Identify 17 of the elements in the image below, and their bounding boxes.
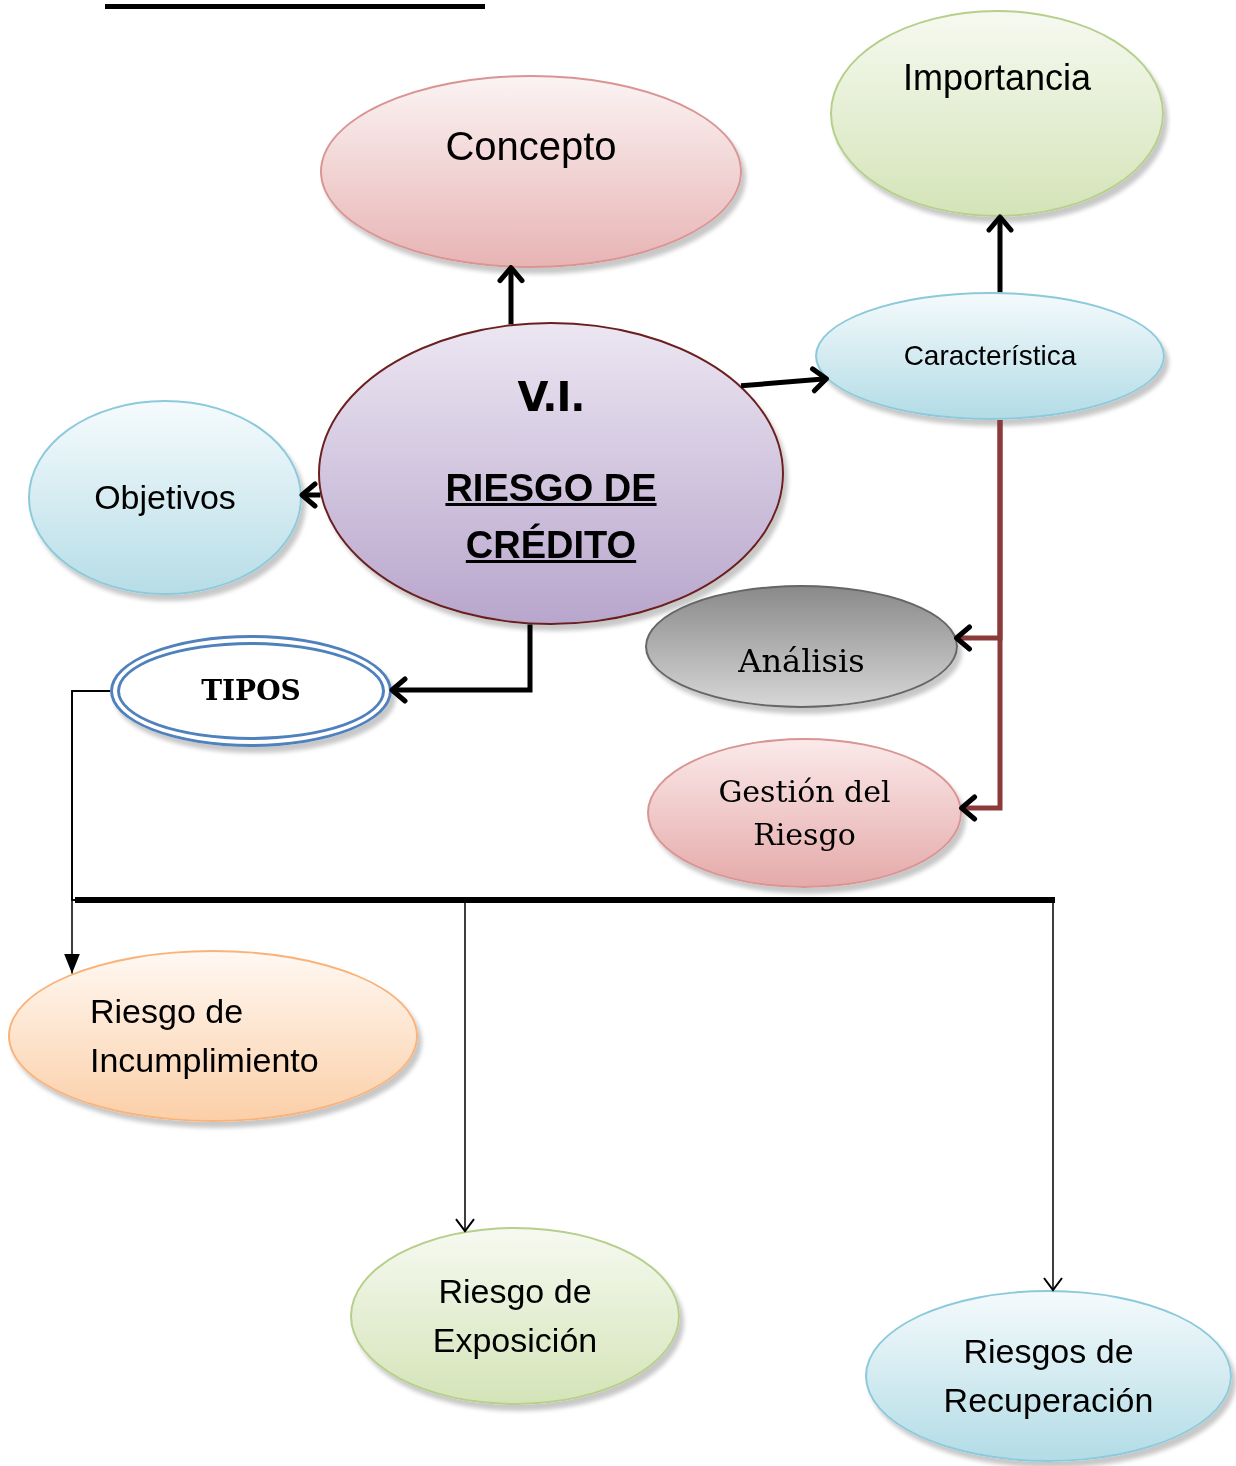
arrow [71,690,1063,1291]
node-title: RIESGO DE CRÉDITO [444,465,658,568]
node-label: V.I. [517,373,585,420]
node-label: Riesgos de Recuperación [942,1330,1155,1421]
node-label: TIPOS [201,672,301,709]
node-label: Concepto [445,123,617,170]
node-label: Análisis [738,641,865,683]
node-label: Característica [903,338,1077,373]
arrow [497,265,525,325]
node-label: Riesgo de Incumplimiento [90,990,320,1081]
arrow [740,366,829,394]
node-label: Importancia [902,56,1092,100]
node-label: Riesgo de Exposición [431,1270,599,1361]
node-label: Gestión del Riesgo [717,772,892,854]
node-label: Objetivos [94,476,236,518]
connector-bar [75,897,1055,903]
arrow [986,214,1014,293]
